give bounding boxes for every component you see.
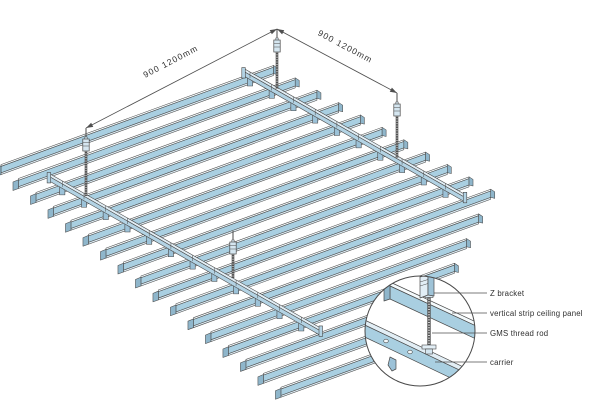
carrier-end-cap	[241, 67, 246, 79]
carrier-hole	[407, 349, 413, 355]
ceiling-panel	[0, 65, 278, 176]
ceiling-panel	[135, 164, 452, 289]
dimension-lines	[85, 28, 398, 129]
callout-label-z-bracket: Z bracket	[490, 289, 525, 298]
shape	[360, 114, 365, 125]
detail-panel-end	[383, 281, 391, 302]
shape	[205, 332, 212, 344]
shape	[65, 221, 72, 233]
callout-leader-lines	[432, 292, 487, 363]
detail-callout: Z bracket vertical strip ceiling panel G…	[364, 275, 583, 387]
dimension-line	[276, 28, 398, 94]
shape	[12, 179, 19, 191]
ceiling-panel	[117, 151, 430, 275]
ceiling-panel	[170, 188, 496, 317]
ceiling-panel	[82, 127, 387, 247]
dimension-arrowhead	[389, 87, 397, 93]
shape	[403, 139, 409, 150]
line	[419, 279, 429, 283]
hanger-rod	[273, 29, 281, 89]
hanger-rod	[229, 231, 237, 278]
shape	[294, 77, 300, 88]
shape	[82, 235, 89, 247]
dimension-line	[85, 28, 278, 129]
z-bracket	[273, 39, 281, 53]
shape	[454, 262, 459, 273]
carrier-end-cap	[318, 325, 323, 337]
shape	[0, 165, 2, 176]
shape	[466, 238, 471, 249]
shape	[478, 213, 483, 224]
ceiling-panels	[0, 65, 496, 400]
shape	[100, 249, 107, 261]
rod-washer	[421, 344, 437, 350]
ceiling-panel	[12, 77, 300, 191]
shape	[170, 304, 177, 317]
line	[419, 283, 429, 287]
z-bracket	[229, 241, 237, 255]
detail-panel-clip	[387, 356, 397, 372]
shape	[47, 207, 54, 219]
dimension-arrowhead	[277, 29, 285, 35]
shape	[30, 193, 37, 205]
callout-label-panel: vertical strip ceiling panel	[490, 309, 583, 318]
shape	[240, 360, 247, 372]
z-bracket	[393, 103, 401, 117]
carrier-rail	[241, 67, 468, 204]
carriers	[46, 67, 468, 337]
shape	[187, 318, 194, 330]
shape	[447, 164, 452, 174]
shape	[468, 176, 474, 187]
hanger-rods	[82, 29, 401, 278]
shape	[381, 127, 387, 137]
z-bracket	[82, 138, 90, 152]
carrier-rail	[46, 172, 323, 337]
shape	[490, 188, 496, 199]
shape	[117, 262, 124, 275]
hanger-rod	[393, 93, 401, 158]
ceiling-panel	[47, 102, 343, 219]
callout-label-thread-rod: GMS thread rod	[490, 329, 548, 338]
dimension-arrowhead	[269, 29, 277, 35]
dimension-label-right: 900 1200mm	[316, 28, 374, 65]
shape	[135, 276, 142, 289]
shape	[316, 89, 322, 100]
ceiling-panel	[100, 139, 409, 261]
shape	[152, 290, 159, 303]
ceiling-panel	[65, 114, 365, 233]
detail-carrier-web	[365, 318, 475, 386]
shape	[338, 102, 343, 113]
carrier-end-cap	[462, 191, 468, 204]
ceiling-panel	[152, 176, 474, 303]
shape	[257, 374, 264, 386]
shape	[425, 151, 430, 162]
callout-label-carrier: carrier	[490, 358, 514, 367]
dimension-arrowhead	[86, 122, 94, 128]
shape	[222, 346, 229, 358]
detail-z-bracket-front	[419, 276, 429, 299]
hanger-rod	[82, 128, 90, 196]
dimension-label-left: 900 1200mm	[141, 43, 199, 80]
shape	[275, 388, 282, 400]
detail-circle-outline	[364, 275, 476, 387]
carrier-hole	[383, 338, 389, 344]
ceiling-panel	[30, 89, 322, 205]
carrier-end-cap	[46, 172, 51, 184]
rod-nut	[425, 348, 433, 355]
